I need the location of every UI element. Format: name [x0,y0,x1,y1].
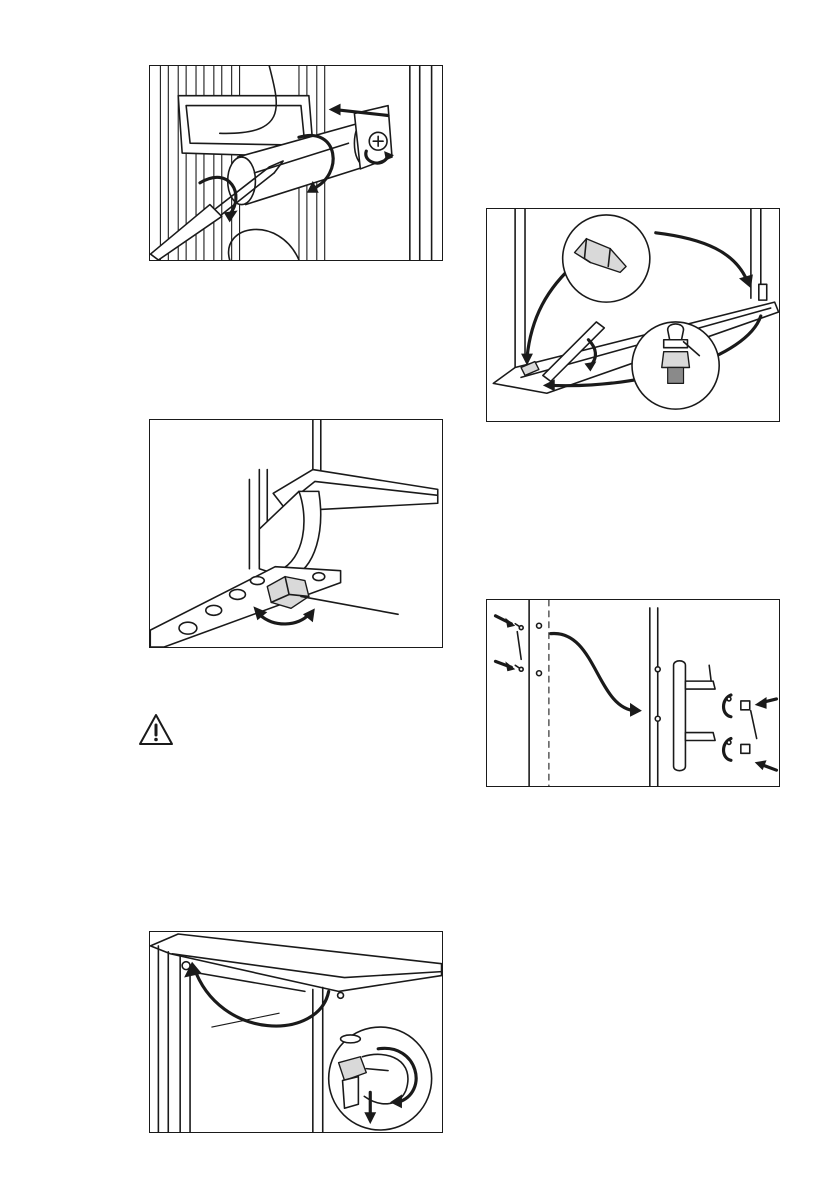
warning-triangle-icon [137,712,175,748]
transfer-arrow-icon [487,209,779,421]
figure-adjust-bottom-hinge-foot [149,419,443,648]
figure-remove-hinge-pin-cover [149,65,443,261]
hinge-pin-icon [150,932,442,1132]
figure-transfer-bottom-hinge-parts [486,208,780,422]
figure-move-door-handle [486,599,780,787]
figure-remove-top-hinge-pin [149,931,443,1133]
adjustable-foot-icon [150,420,442,647]
handle-icon [487,600,779,786]
screwdriver-icon [150,66,442,260]
